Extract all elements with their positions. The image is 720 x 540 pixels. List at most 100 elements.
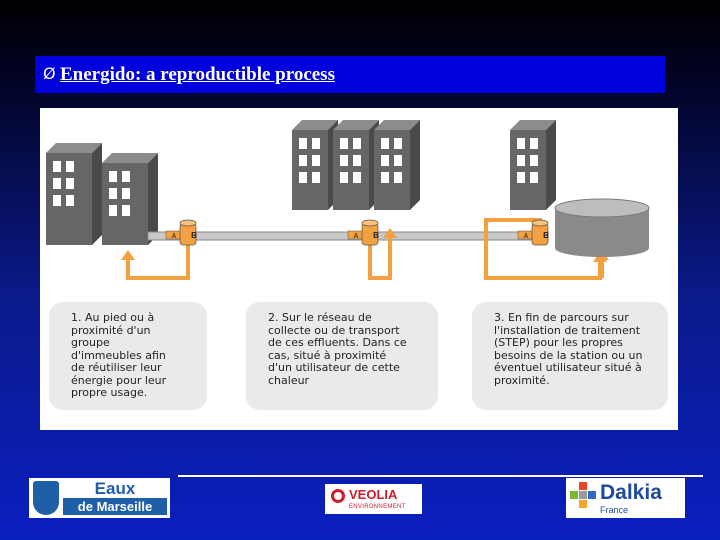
shield-icon <box>33 481 59 515</box>
exchanger-top <box>531 219 549 227</box>
building-side <box>92 143 102 245</box>
building <box>374 120 420 210</box>
building-window <box>530 172 538 183</box>
dalkia-logo: Dalkia France <box>566 478 685 518</box>
caption-3-line: besoins de la station ou un <box>494 348 643 362</box>
building-front <box>333 130 369 210</box>
caption-3-line: proximité. <box>494 373 550 387</box>
heat-flow-arrow <box>368 236 392 280</box>
footer-divider <box>178 475 703 477</box>
dalkia-wordmark: Dalkia <box>600 481 662 504</box>
building-side <box>148 153 158 245</box>
building-window <box>394 172 402 183</box>
building-window <box>530 155 538 166</box>
treatment-tank <box>554 198 650 257</box>
caption-2-line: de ces effluents. Dans ce <box>268 336 407 349</box>
building-window <box>312 172 320 183</box>
building-window <box>66 178 74 189</box>
building-side <box>546 120 556 210</box>
building-window <box>340 172 348 183</box>
building-window <box>353 155 361 166</box>
building-front <box>374 130 410 210</box>
building-window <box>122 171 130 182</box>
caption-2-line: 2. Sur le réseau de <box>268 311 372 324</box>
building-window <box>122 188 130 199</box>
caption-3-line: (STEP) pour les propres <box>494 336 623 349</box>
building-window <box>109 171 117 182</box>
caption-3-line: l'installation de traitement <box>494 323 641 337</box>
building-window <box>66 195 74 206</box>
building-roof <box>510 120 556 130</box>
caption-1-line: d'immeubles afin <box>71 348 166 362</box>
caption-1-line: groupe <box>71 336 110 349</box>
building-window <box>517 172 525 183</box>
caption-2-line: d'un utilisateur de cette <box>268 361 400 374</box>
exchanger-top <box>179 219 197 227</box>
building-window <box>394 138 402 149</box>
building-window <box>122 205 130 216</box>
building-window <box>381 155 389 166</box>
caption-2-line: chaleur <box>268 373 310 387</box>
building-window <box>381 172 389 183</box>
building-window <box>109 188 117 199</box>
building-window <box>299 155 307 166</box>
buildings-group <box>46 120 556 245</box>
building-window <box>312 138 320 149</box>
building <box>46 143 102 245</box>
arrows-group <box>121 218 609 280</box>
bullet-arrow-icon: Ø <box>43 64 56 83</box>
building-window <box>53 161 61 172</box>
caption-3: 3. En fin de parcours sur l'installation… <box>472 302 668 410</box>
exchanger-label: B <box>543 231 549 240</box>
exchanger-label: B <box>373 231 379 240</box>
pump-label: A <box>172 233 177 240</box>
building <box>333 120 379 210</box>
building-roof <box>374 120 420 130</box>
building-window <box>299 172 307 183</box>
building-window <box>353 138 361 149</box>
tank-bottom <box>555 239 649 257</box>
veolia-wordmark: VEOLIA <box>349 487 398 502</box>
building <box>102 153 158 245</box>
caption-1-line: 1. Au pied ou à <box>71 311 155 324</box>
building-window <box>530 138 538 149</box>
caption-2-line: cas, situé à proximité <box>268 348 387 362</box>
pump-label: A <box>354 233 359 240</box>
caption-2-line: collecte ou de transport <box>268 323 400 337</box>
title-bar: Ø Energido: a reproductible process <box>35 56 665 93</box>
caption-1-line: de réutiliser leur <box>71 361 162 374</box>
arrow-head-icon <box>121 250 135 260</box>
veolia-logo: VEOLIA ENVIRONNEMENT <box>325 484 422 514</box>
building-roof <box>102 153 158 163</box>
building-window <box>53 178 61 189</box>
caption-1-line: propre usage. <box>71 386 148 399</box>
building-side <box>410 120 420 210</box>
caption-1-line: énergie pour leur <box>71 373 167 387</box>
building-window <box>340 138 348 149</box>
building-window <box>517 155 525 166</box>
building-roof <box>292 120 338 130</box>
tank-top <box>554 198 650 218</box>
veolia-subtitle: ENVIRONNEMENT <box>349 504 406 510</box>
dalkia-mark-icon <box>570 482 596 508</box>
building-window <box>353 172 361 183</box>
heat-flow-arrow <box>126 241 190 280</box>
building-window <box>299 138 307 149</box>
caption-1: 1. Au pied ou à proximité d'un groupe d'… <box>49 302 207 410</box>
building <box>292 120 338 210</box>
arrow-head-icon <box>383 228 397 238</box>
pump-label: A <box>524 233 529 240</box>
building <box>510 120 556 210</box>
building-window <box>517 138 525 149</box>
caption-1-line: proximité d'un <box>71 323 151 337</box>
exchanger-label: B <box>191 231 197 240</box>
building-window <box>394 155 402 166</box>
building-window <box>66 161 74 172</box>
veolia-mark-icon <box>331 489 345 503</box>
building-window <box>340 155 348 166</box>
